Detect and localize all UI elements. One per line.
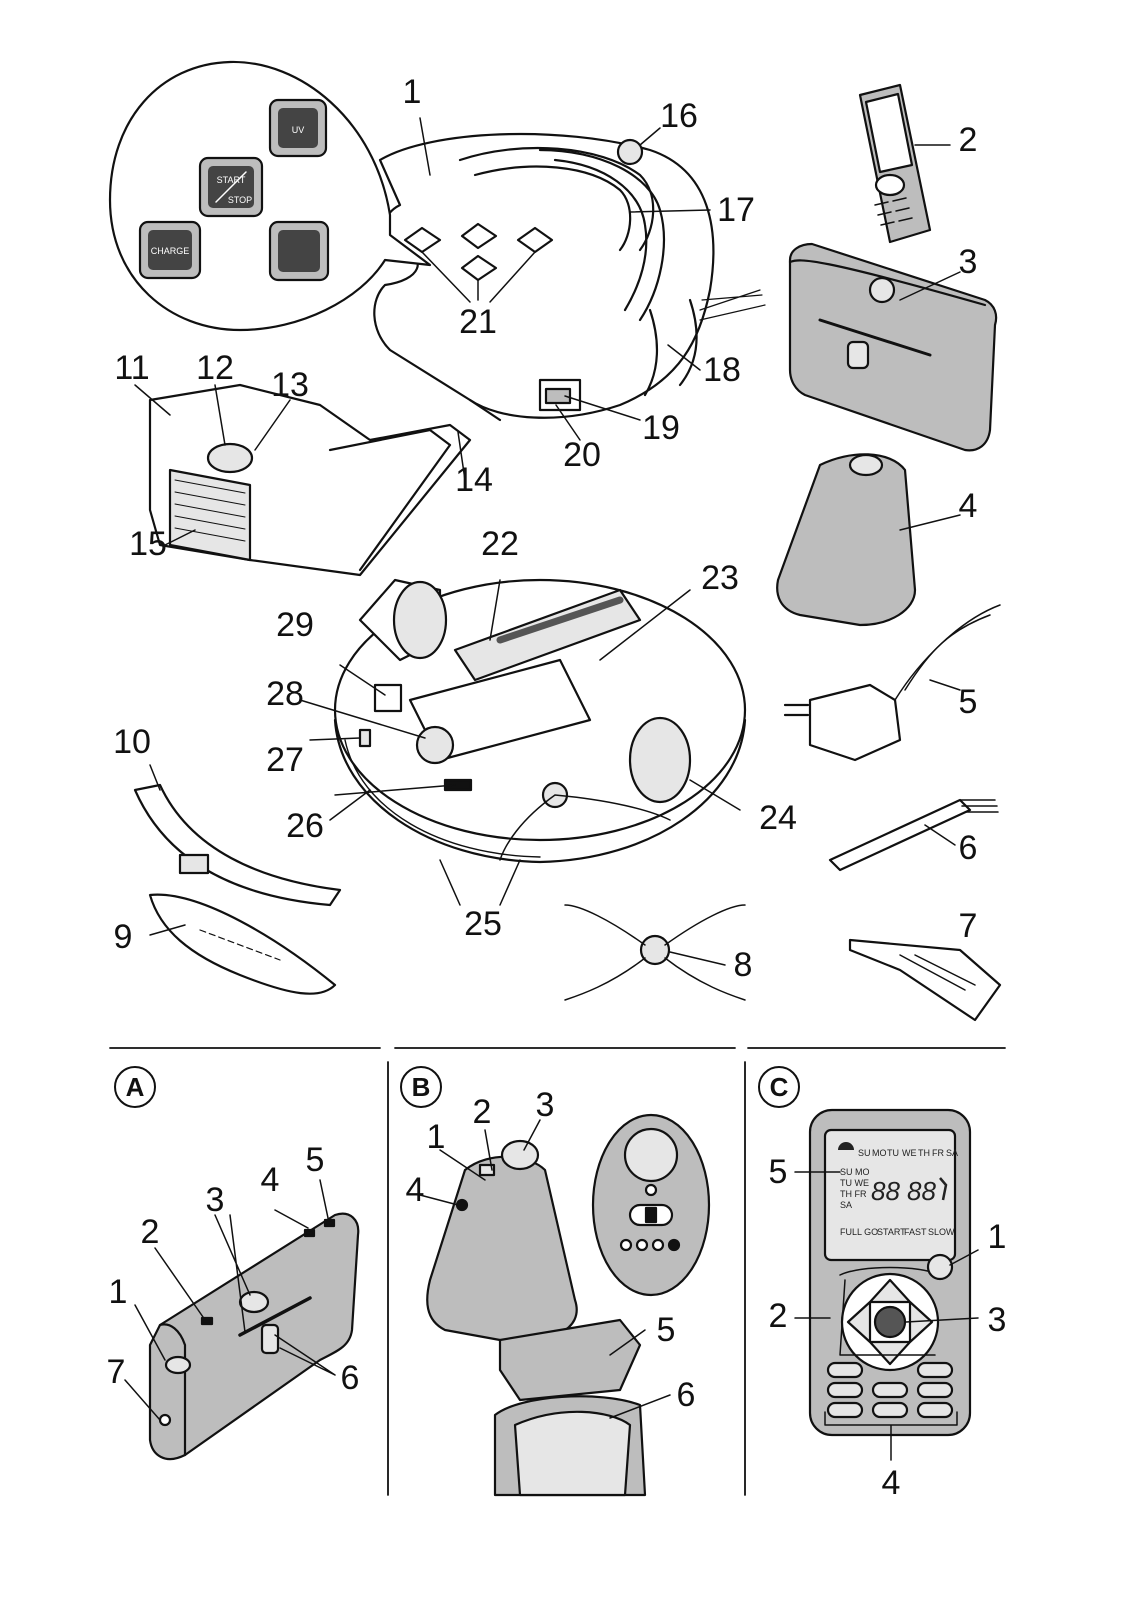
lcd-digits-right: 88	[907, 1176, 936, 1206]
panel-a-callout-1: 1	[108, 1273, 128, 1311]
callout-20: 20	[563, 436, 601, 474]
callout-19: 19	[642, 409, 680, 447]
charging-base-illustration	[776, 453, 961, 627]
panel-a-callout-4: 4	[260, 1161, 280, 1199]
panel-c-remote	[794, 1108, 979, 1461]
lcd-day-mo: MO	[872, 1148, 887, 1158]
callout-3: 3	[958, 243, 978, 281]
panel-a-callout-7: 7	[106, 1353, 126, 1391]
remote-control-illustration	[858, 83, 951, 244]
panel-b-callout-3: 3	[535, 1086, 555, 1124]
lcd-day-we: WE	[902, 1148, 917, 1158]
section-b-badge: B	[400, 1066, 442, 1108]
lcd-day-su: SU	[858, 1148, 871, 1158]
callout-17: 17	[717, 191, 755, 229]
start-key-label: START	[217, 175, 246, 185]
wrench-icon	[939, 1177, 948, 1201]
panel-b-callout-5: 5	[656, 1311, 676, 1349]
robot-top-illustration	[373, 117, 766, 441]
callout-16: 16	[660, 97, 698, 135]
lcd-stack-4: SA	[840, 1200, 852, 1210]
callout-5: 5	[958, 683, 978, 721]
panel-c-callout-1: 1	[987, 1218, 1007, 1256]
callout-11: 11	[114, 349, 150, 387]
panel-c-callout-5: 5	[768, 1153, 788, 1191]
lcd-day-fr: FR	[932, 1148, 944, 1158]
section-a-badge: A	[114, 1066, 156, 1108]
lcd-mode-slow: SLOW	[928, 1227, 955, 1237]
callout-1: 1	[402, 73, 422, 111]
lcd-stack-1: SU MO	[840, 1167, 870, 1177]
callout-8: 8	[733, 946, 753, 984]
battery-pack-illustration	[788, 242, 998, 452]
callout-14: 14	[455, 461, 493, 499]
callout-28: 28	[266, 675, 304, 713]
lcd-day-sa: SA	[946, 1148, 958, 1158]
callout-21: 21	[459, 303, 497, 341]
callout-27: 27	[266, 741, 304, 779]
panel-b-callout-2: 2	[472, 1093, 492, 1131]
callout-26: 26	[286, 807, 324, 845]
panel-a-callout-6: 6	[340, 1359, 360, 1397]
uv-key-label: UV	[292, 125, 305, 135]
callout-23: 23	[701, 559, 739, 597]
panel-b-base	[419, 1113, 711, 1497]
callout-18: 18	[703, 351, 741, 389]
callout-7: 7	[958, 907, 978, 945]
panel-a-callout-2: 2	[140, 1213, 160, 1251]
lcd-day-tu: TU	[887, 1148, 899, 1158]
callout-24: 24	[759, 799, 797, 837]
panel-c-callout-2: 2	[768, 1297, 788, 1335]
control-panel-magnifier	[108, 60, 432, 332]
callout-15: 15	[129, 525, 167, 563]
lcd-mode-start: START	[877, 1227, 906, 1237]
section-c-badge: C	[758, 1066, 800, 1108]
cleaning-brush-illustration	[828, 798, 999, 872]
callout-13: 13	[271, 366, 309, 404]
charge-key-label: CHARGE	[151, 246, 190, 256]
lcd-mode-fullgo: FULL GO	[840, 1227, 878, 1237]
callout-29: 29	[276, 606, 314, 644]
panel-b-callout-1: 1	[426, 1118, 446, 1156]
panel-c-callout-3: 3	[987, 1301, 1007, 1339]
panel-a-callout-5: 5	[305, 1141, 325, 1179]
callout-4: 4	[958, 487, 978, 525]
callout-2: 2	[958, 121, 978, 159]
lcd-digits-left: 88	[871, 1176, 900, 1206]
panel-b-callout-4: 4	[405, 1171, 425, 1209]
dust-bin-illustration	[134, 383, 472, 577]
lcd-day-th: TH	[918, 1148, 930, 1158]
callout-9: 9	[113, 918, 133, 956]
bumper-pieces-illustration	[133, 764, 342, 995]
power-adapter-illustration	[783, 604, 1001, 762]
side-brush-illustration	[564, 904, 746, 1001]
panel-a-battery	[124, 1179, 360, 1461]
stop-key-label: STOP	[228, 195, 252, 205]
callout-6: 6	[958, 829, 978, 867]
lcd-stack-3: TH FR	[840, 1189, 867, 1199]
panel-c-callout-4: 4	[881, 1464, 901, 1502]
panel-b-callout-6: 6	[676, 1376, 696, 1414]
remote-lcd: SU MO TU WE TH FR SA SU MO TU WE TH FR S…	[838, 1142, 958, 1237]
robot-underside-illustration	[299, 578, 747, 906]
callout-12: 12	[196, 349, 234, 387]
callout-25: 25	[464, 905, 502, 943]
callout-22: 22	[481, 525, 519, 563]
callout-10: 10	[113, 723, 151, 761]
lcd-stack-2: TU WE	[840, 1178, 869, 1188]
lcd-mode-fast: FAST	[904, 1227, 927, 1237]
panel-a-callout-3: 3	[205, 1181, 225, 1219]
filter-illustration	[848, 938, 1002, 1022]
